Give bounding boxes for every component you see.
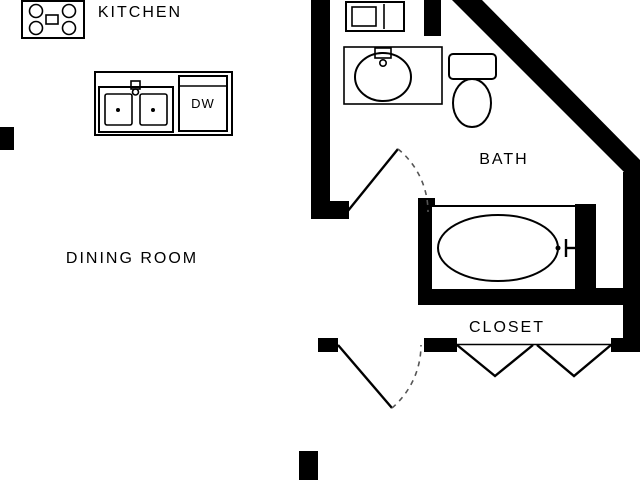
wall-right-exterior (623, 172, 640, 352)
bath-label: BATH (479, 151, 528, 168)
appliance-top-icon (345, 1, 405, 32)
closet-label: CLOSET (469, 319, 545, 336)
bath-sink-icon (354, 47, 412, 102)
wall-bath-door-stub (311, 201, 349, 219)
wall-kitchen-bath (311, 0, 330, 219)
wall-closet-stub-right (611, 338, 640, 352)
dishwasher-icon: DW (178, 75, 228, 132)
kitchen-label: KITCHEN (98, 4, 182, 21)
dishwasher-label: DW (191, 96, 215, 111)
wall-closet-stub-left (424, 338, 457, 352)
wall-bottom-door-stub (318, 338, 338, 352)
closet-doors-icon (456, 343, 612, 378)
wall-left-stub (0, 127, 14, 150)
stove-icon (21, 0, 85, 39)
kitchen-sink-icon (98, 80, 174, 133)
bathtub-icon (430, 205, 578, 291)
wall-diagonal (452, 0, 640, 188)
wall-tub-right (575, 204, 596, 292)
toilet-icon (448, 53, 497, 128)
dining-room-label: DINING ROOM (66, 250, 198, 267)
bedroom-door-icon (337, 344, 422, 409)
wall-closet-top (418, 288, 640, 305)
wall-entry-stub (424, 0, 441, 36)
bath-door-icon (346, 148, 429, 213)
wall-bottom-stub (299, 451, 318, 480)
bath-vanity (343, 46, 443, 105)
